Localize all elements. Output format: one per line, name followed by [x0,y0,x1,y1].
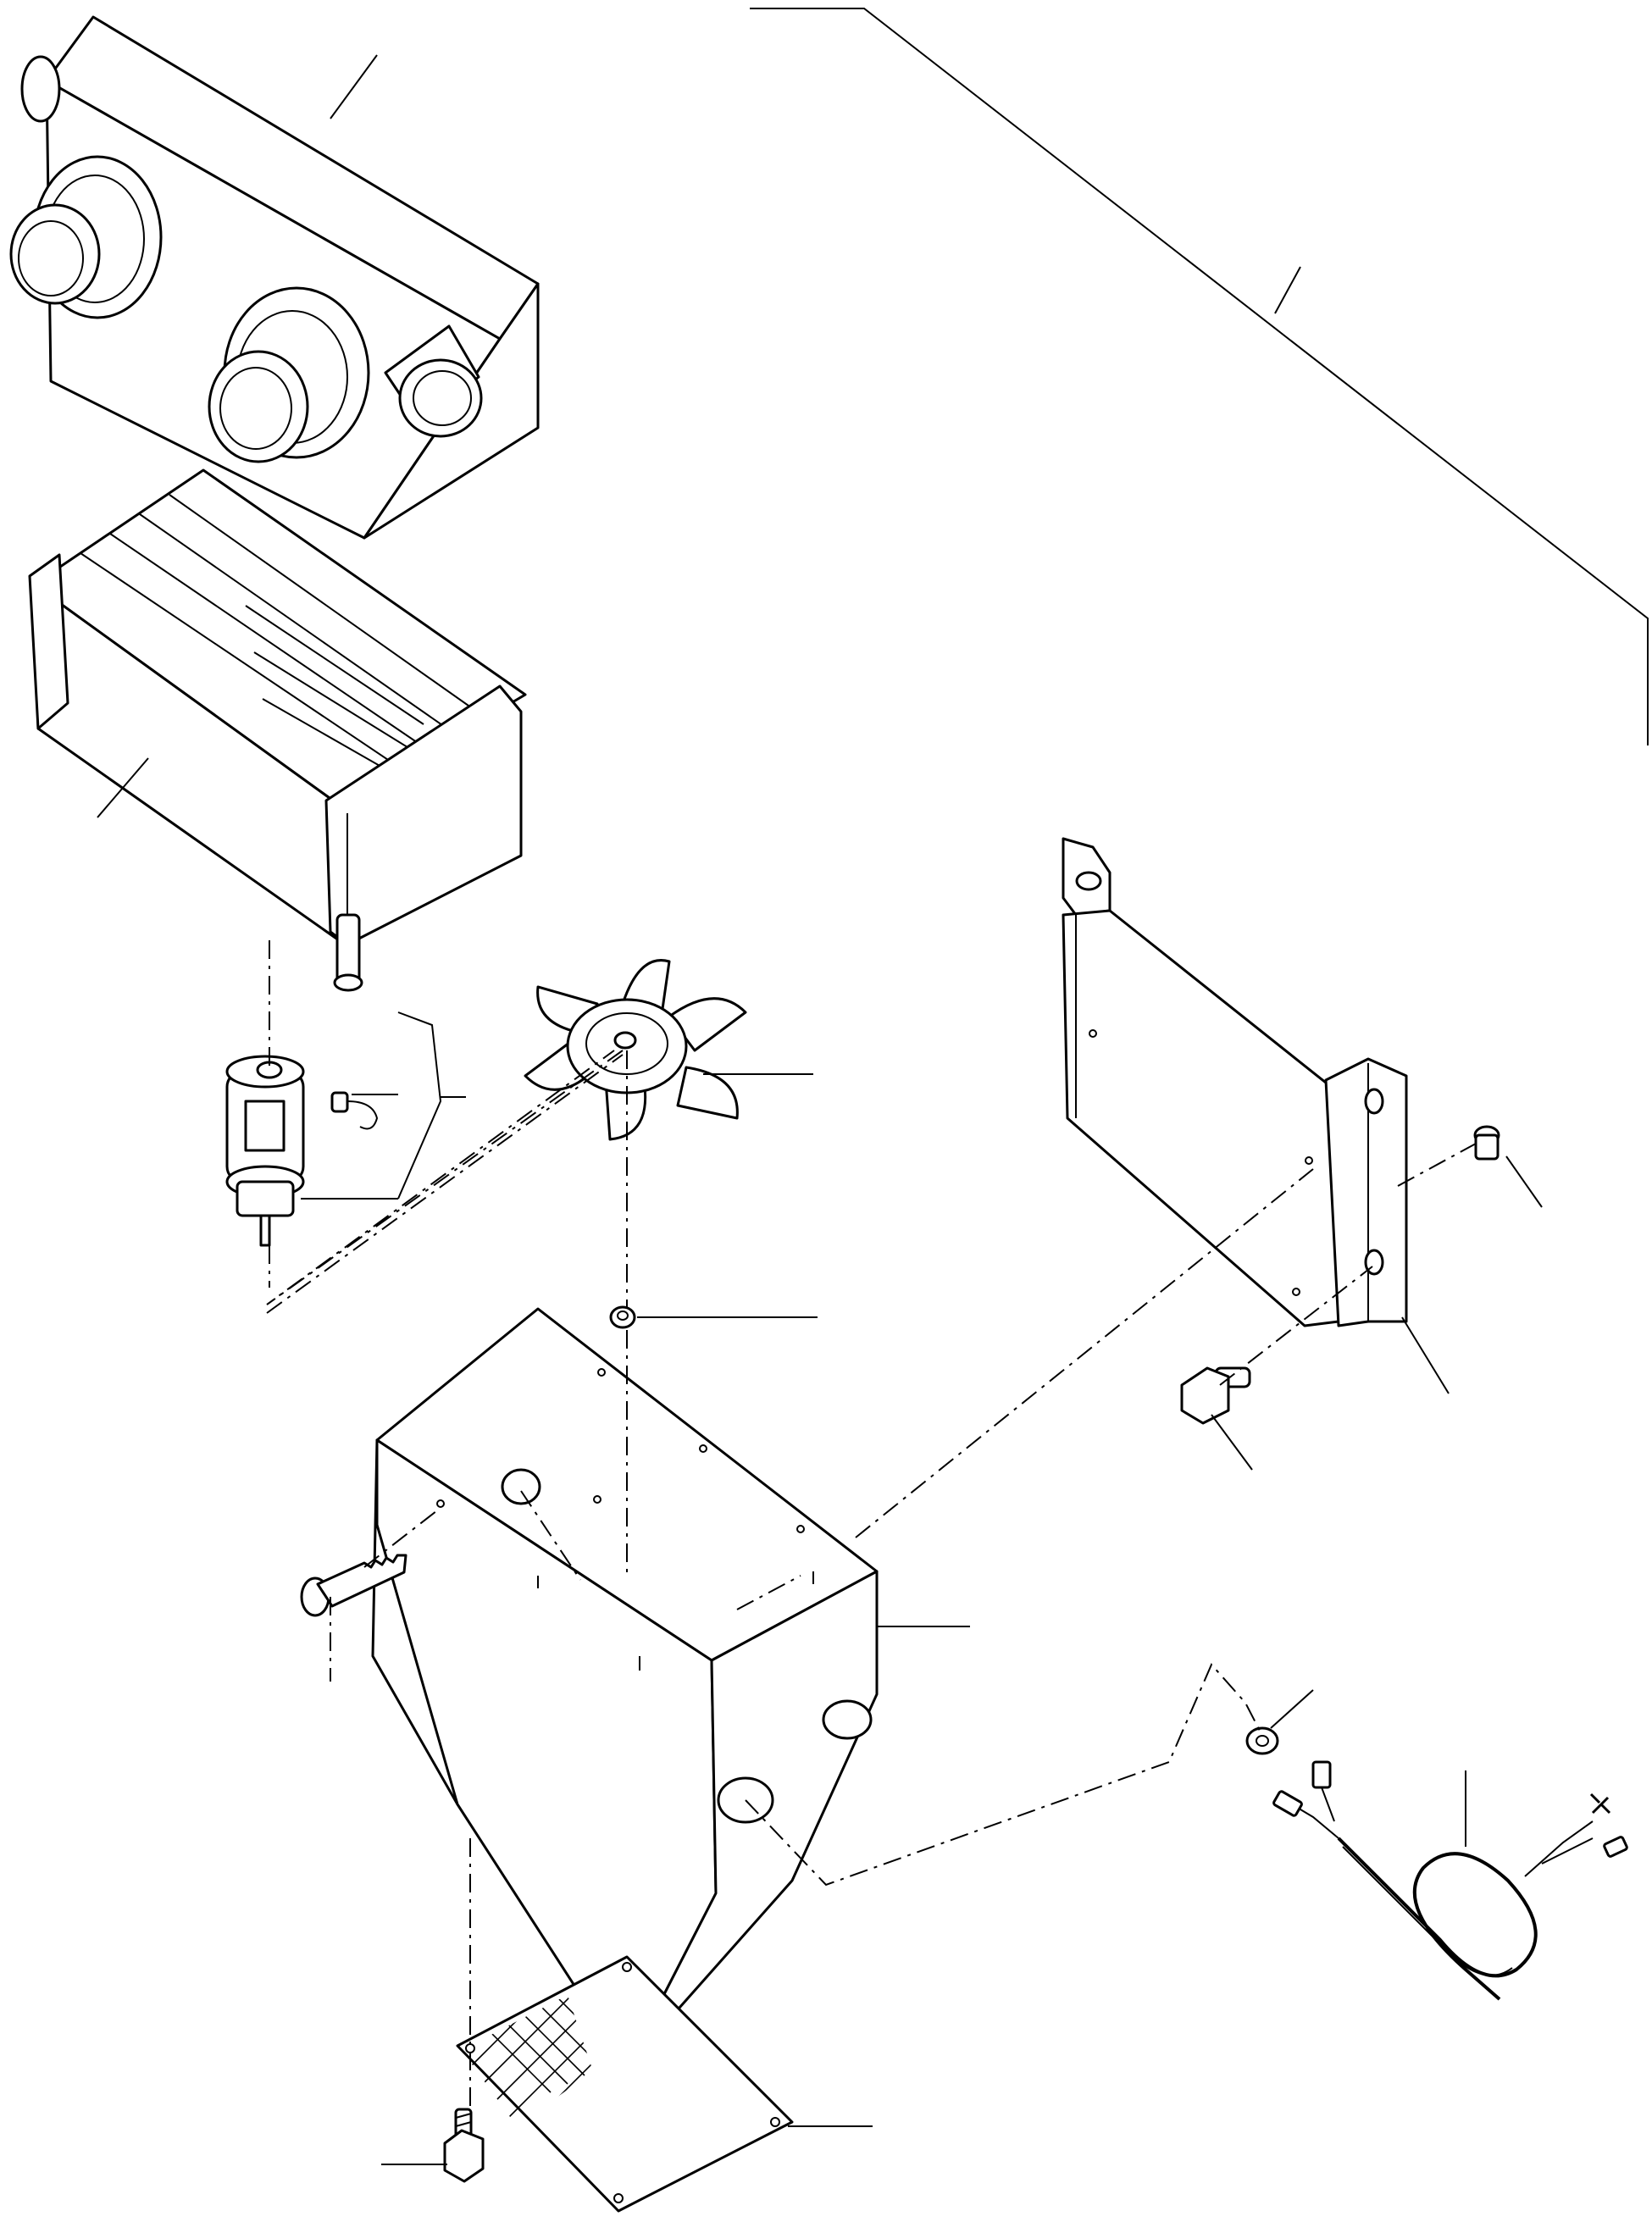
heater-core [28,468,527,992]
blower-motor [225,1055,305,1247]
grommet [1245,1726,1279,1755]
wire-harness [1272,1760,1628,2001]
assembly-centerlines [266,940,1477,2109]
bracket-screw-small [1473,1125,1500,1161]
leader-lines [97,8,1649,2165]
flange-bolt [443,2108,485,2183]
mounting-bracket [1062,837,1408,1327]
fan [524,959,747,1141]
heater-case [9,15,540,540]
bracket-bolt [1180,1366,1251,1425]
motor-clip [330,1091,379,1130]
fan-nut [609,1305,636,1329]
mesh-filter-plate [456,1955,794,2213]
tapping-screw [300,1554,407,1617]
blower-housing [371,1307,879,2069]
